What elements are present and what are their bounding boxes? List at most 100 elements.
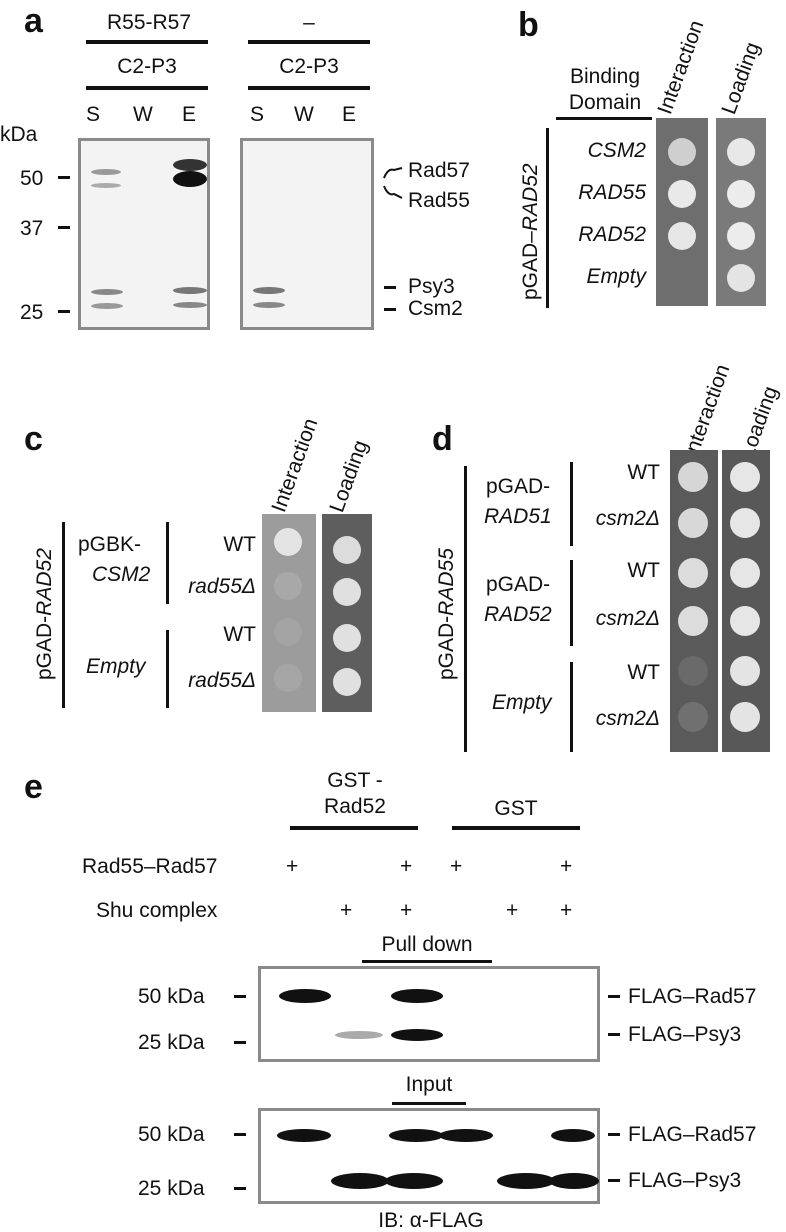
pgbk-bracket [166,522,169,604]
sign: + [506,899,519,922]
yeast-spot [274,528,302,556]
label-tick [608,1179,620,1182]
marker-37-tick [58,226,70,229]
gel-band [91,289,123,295]
yeast-spot [730,462,760,492]
lane-e-2: E [342,103,357,126]
group2-subheader: C2-P3 [279,55,339,78]
label-tick [608,995,620,998]
ib-label: IB: α-FLAG [378,1209,484,1232]
yeast-spot [678,656,708,686]
kda-label: kDa [0,123,38,146]
empty-d-bracket [570,662,573,752]
panel-e-label: e [24,768,43,806]
gel-band [91,169,121,175]
col-interaction-c: Interaction [267,415,323,516]
yeast-spot [730,558,760,588]
yeast-spot [668,222,696,250]
gel-band [173,287,207,294]
yeast-spot [678,702,708,732]
col-loading-c: Loading [325,437,373,516]
yeast-spot [678,606,708,636]
row-d-csm2d-3: csm2Δ [595,707,660,730]
pgad-rad52-c-label: pGAD-RAD52 [33,548,56,680]
row-d-wt-1: WT [627,461,660,484]
yeast-spot [333,536,361,564]
marker-50: 50 [20,167,44,190]
blot-band [331,1173,389,1189]
gst-label: GST [494,797,538,820]
row-d-csm2d-1: csm2Δ [595,507,660,530]
loading-plate-d [722,450,770,752]
row-rad52: RAD52 [578,223,646,246]
row-empty: Empty [586,265,646,288]
label-psy3: Psy3 [408,275,455,298]
blot-band [391,1029,443,1041]
gst-rad52-line2: Rad52 [324,795,386,818]
blot-band [389,1129,443,1142]
group1-subheader: C2-P3 [117,55,177,78]
row-c-wt-2: WT [223,623,256,646]
sign: + [286,855,299,878]
pulldown-label: Pull down [381,933,473,956]
row-c-rad55d-2: rad55Δ [188,669,256,692]
pulldown-bar [362,960,492,963]
pgad-rad51-line2: RAD51 [484,505,552,528]
yeast-spot [730,508,760,538]
label-tick [608,1133,620,1136]
gel-band [253,302,285,308]
lane-w-1: W [133,103,153,126]
yeast-spot [333,578,361,606]
marker-50-tick [58,176,70,179]
binding-domain-header: Binding Domain [568,65,642,115]
blot-band [279,989,331,1003]
pgad-rad52-c-bracket [62,522,65,708]
pgad-rad55-bracket [464,466,467,752]
panel-b-label: b [518,6,539,44]
yeast-spot [730,702,760,732]
lane-s-1: S [86,103,101,126]
row-c-rad55d-1: rad55Δ [188,575,256,598]
yeast-spot [727,138,755,166]
gel-band [91,303,123,309]
flag-psy3-pd: FLAG–Psy3 [628,1023,742,1046]
loading-plate-c [322,514,372,712]
label-tick [608,1033,620,1036]
input-blot [258,1108,600,1204]
yeast-spot [730,656,760,686]
blot-band [497,1173,555,1189]
csm2-tick [384,308,396,311]
band-pointers [383,167,403,199]
label-rad57: Rad57 [408,159,470,182]
pgad-rad55-label: pGAD-RAD55 [435,548,458,680]
marker-37: 37 [20,217,44,240]
marker-25kda-in: 25 kDa [138,1177,205,1200]
marker-tick [234,1041,246,1044]
lane-w-2: W [294,103,314,126]
sign: + [450,855,463,878]
rad55-rad57-row-label: Rad55–Rad57 [82,855,218,878]
interaction-plate-d [670,450,718,752]
gel-left [78,138,210,330]
gel-band [253,287,285,294]
panel-a-label: a [24,2,43,40]
label-rad55: Rad55 [408,189,470,212]
pulldown-blot [258,966,600,1062]
gst-rad52-bar [290,826,418,830]
rad51-bracket [570,462,573,546]
yeast-spot [333,624,361,652]
group1-subheader-bar [86,86,208,90]
gel-band [173,302,207,308]
marker-25: 25 [20,301,44,324]
blot-band [385,1173,443,1189]
panel-c-label: c [24,420,43,458]
marker-tick [234,1133,246,1136]
col-interaction-d: Interaction [679,361,735,462]
gel-right [240,138,374,330]
gel-band [173,171,207,187]
input-label: Input [405,1073,453,1096]
gel-band [91,183,121,188]
blot-band [549,1173,599,1189]
pgad-rad52-line2: RAD52 [484,603,552,626]
yeast-spot [678,508,708,538]
